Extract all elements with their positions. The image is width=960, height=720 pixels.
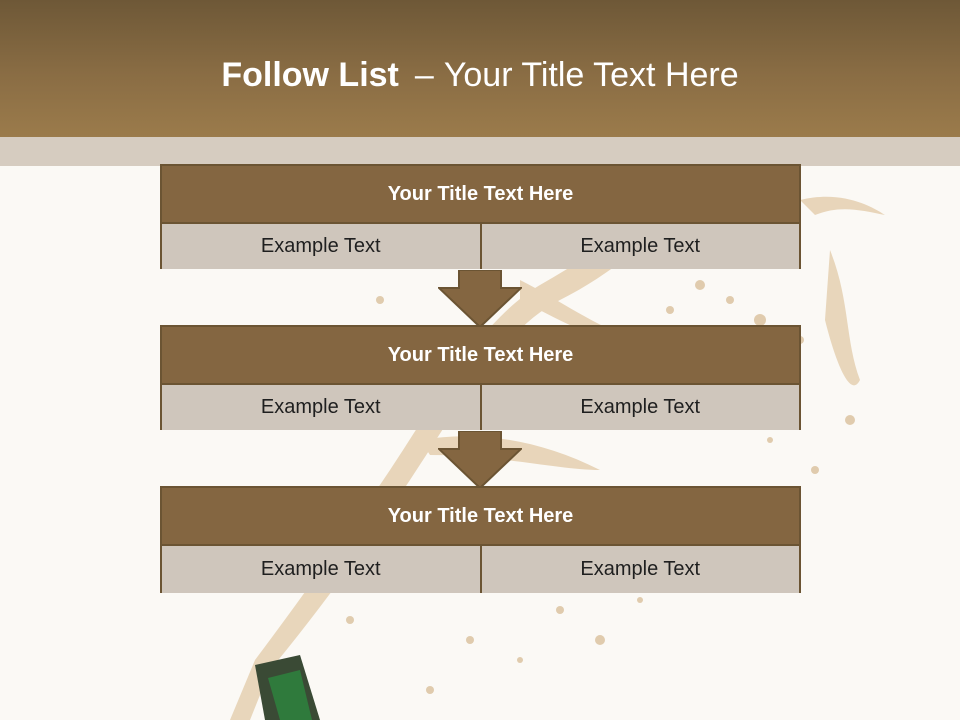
title-rest: Your Title Text Here bbox=[443, 56, 739, 94]
slide-title: Follow List–Your Title Text Here bbox=[0, 52, 960, 98]
step-title: Your Title Text Here bbox=[162, 327, 799, 385]
step-box-2: Your Title Text Here Example Text Exampl… bbox=[160, 325, 801, 430]
step-right-text: Example Text bbox=[481, 385, 799, 430]
title-bar bbox=[0, 0, 960, 137]
step-right-text: Example Text bbox=[481, 224, 799, 269]
step-box-3: Your Title Text Here Example Text Exampl… bbox=[160, 486, 801, 593]
step-box-1: Your Title Text Here Example Text Exampl… bbox=[160, 164, 801, 269]
step-right-text: Example Text bbox=[481, 546, 799, 593]
title-separator: – bbox=[414, 56, 434, 94]
step-left-text: Example Text bbox=[162, 546, 482, 593]
down-arrow-icon bbox=[438, 270, 522, 328]
down-arrow-icon bbox=[438, 431, 522, 489]
title-underband bbox=[0, 137, 960, 166]
bottle-neck-icon bbox=[255, 655, 320, 720]
step-title: Your Title Text Here bbox=[162, 488, 799, 546]
step-left-text: Example Text bbox=[162, 224, 482, 269]
step-title: Your Title Text Here bbox=[162, 166, 799, 224]
step-left-text: Example Text bbox=[162, 385, 482, 430]
title-bold: Follow List bbox=[221, 56, 399, 94]
